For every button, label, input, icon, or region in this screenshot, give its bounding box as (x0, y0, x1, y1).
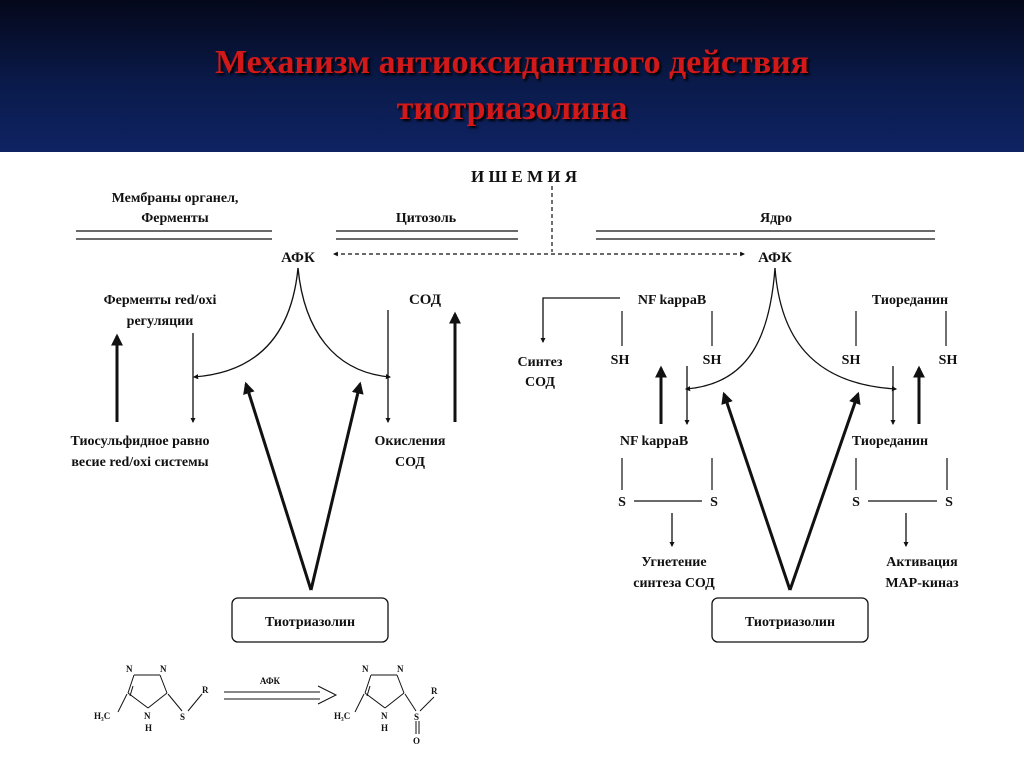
synthesis-label-line1: Синтез (518, 355, 563, 370)
chem-right-nh-h: H (381, 723, 388, 733)
chem-structure-right: N N H₃C N H S R O (334, 664, 438, 746)
sh-label-1: SH (611, 353, 630, 368)
chem-structure-left: N N H₃C N H S R (94, 664, 209, 733)
thiotriazolin-box-left (231, 597, 389, 643)
title-line-2: тиотриазолина (396, 90, 628, 127)
suppression-label-line1: Угнетение (641, 555, 706, 570)
activation-label-line1: Активация (886, 555, 958, 570)
chem-left-nh-h: H (145, 723, 152, 733)
right-arrows (540, 267, 948, 591)
thiotriazolin-label-left: Тиотриазолин (265, 615, 355, 630)
sh-label-4: SH (939, 353, 958, 368)
enzymes-label-line1: Ферменты red/oxi (104, 293, 217, 308)
chem-right-r: R (431, 686, 438, 696)
slide-title: Механизм антиоксидантного действия тиотр… (0, 40, 1024, 132)
membranes-label-line1: Мембраны органел, (112, 191, 239, 206)
oxidation-label-line1: Окисления (374, 434, 445, 449)
sh-label-3: SH (842, 353, 861, 368)
chem-left-nh-n: N (144, 711, 151, 721)
left-arrows (111, 267, 461, 591)
chem-left-n2: N (160, 664, 167, 674)
chem-right-ch3: H₃C (334, 711, 350, 721)
chem-right-s: S (414, 712, 419, 722)
s-label-4: S (945, 495, 953, 510)
afk-label-right: АФК (758, 250, 792, 266)
ischemia-label: И Ш Е М И Я (471, 167, 577, 186)
cytosol-label: Цитозоль (396, 211, 457, 226)
chem-right-n1: N (362, 664, 369, 674)
chem-right-n2: N (397, 664, 404, 674)
chem-left-r: R (202, 685, 209, 695)
reaction-arrow (224, 685, 338, 705)
ischemia-connector (333, 186, 745, 257)
nfkb-label-bottom: NF kappaB (620, 434, 688, 449)
s-label-3: S (852, 495, 860, 510)
thioredanin-label-top: Тиореданин (872, 293, 948, 308)
reaction-reagent-label: АФК (260, 676, 281, 686)
suppression-label-line2: синтеза СОД (633, 576, 715, 591)
s-label-2: S (710, 495, 718, 510)
membranes-label-line2: Ферменты (141, 211, 209, 226)
chem-left-s: S (180, 712, 185, 722)
nucleus-label: Ядро (760, 211, 792, 226)
oxidation-label-line2: СОД (395, 455, 425, 470)
chem-right-nh-n: N (381, 711, 388, 721)
nfkb-label-top: NF kappaB (638, 293, 706, 308)
thiotriazolin-label-right: Тиотриазолин (745, 615, 835, 630)
activation-label-line2: МАР-киназ (885, 576, 959, 591)
enzymes-label-line2: регуляции (127, 314, 194, 329)
title-line-1: Механизм антиоксидантного действия (214, 44, 810, 81)
thiotriazolin-box-right (711, 597, 869, 643)
slide-header: Механизм антиоксидантного действия тиотр… (0, 0, 1024, 152)
synthesis-label-line2: СОД (525, 375, 555, 390)
chem-right-o: O (413, 736, 420, 746)
compartment-lines (76, 230, 935, 240)
afk-label-left: АФК (281, 250, 315, 266)
s-label-1: S (618, 495, 626, 510)
thiosulfide-label-line1: Тиосульфидное равно (70, 434, 209, 449)
chem-left-ch3: H₃C (94, 711, 110, 721)
thiosulfide-label-line2: весие red/oxi системы (71, 455, 208, 470)
chem-left-n1: N (126, 664, 133, 674)
sod-label-left: СОД (409, 292, 442, 308)
thioredanin-label-bottom: Тиореданин (852, 434, 928, 449)
sh-label-2: SH (703, 353, 722, 368)
